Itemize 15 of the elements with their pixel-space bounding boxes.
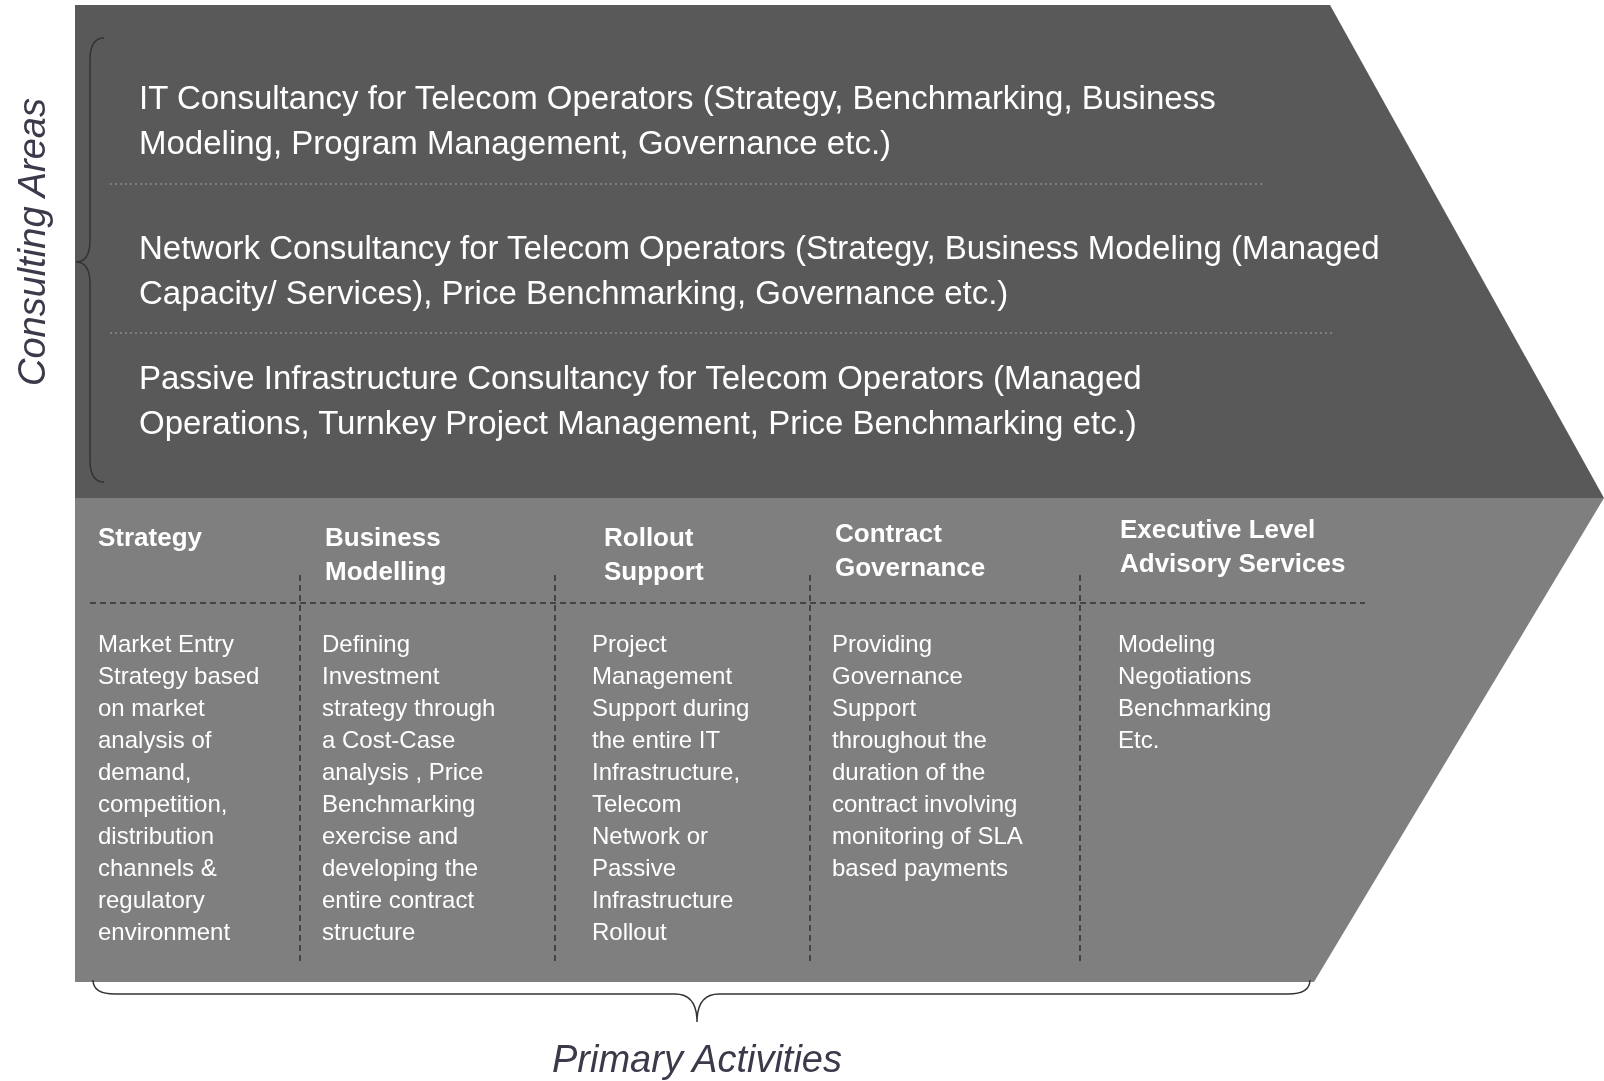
bottom-label: Primary Activities: [552, 1038, 842, 1081]
column-text: Project Management Support during the entire IT Infrastructure, Telecom Network or Passive Infrastructure Rollout: [592, 629, 751, 947]
column-text: Modeling Negotiations Benchmarking Etc.: [1118, 629, 1273, 755]
column-heading: Rollout Support: [604, 521, 705, 588]
column-text: Market Entry Strategy based on market analysis of demand, competition, distribution channels & regulatory environment: [98, 629, 261, 947]
column-text: Defining Investment strategy through a Cost-Case analysis , Price Benchmarking exercise and developing the entire contract structure: [322, 629, 497, 947]
consulting-area-text: Passive Infrastructure Consultancy for Telecom Operators (Managed Operations, Turnkey Project Management, Price Benchmarking etc.): [139, 355, 1319, 445]
column-heading: Executive Level Advisory Services: [1120, 513, 1347, 580]
column-text: Providing Governance Support throughout the duration of the contract involving monitoring of SLA based payments: [832, 629, 1023, 883]
consulting-area-text: Network Consultancy for Telecom Operators (Strategy, Business Modeling (Managed Capacity/ Services), Price Benchmarking, Governance etc.): [139, 225, 1389, 315]
consulting-area-text: IT Consultancy for Telecom Operators (Strategy, Benchmarking, Business Modeling, Program Management, Governance etc.): [139, 75, 1219, 165]
side-label: Consulting Areas: [10, 98, 54, 386]
column-heading: Contract Governance: [835, 517, 987, 584]
column-heading: Strategy: [98, 521, 204, 554]
column-heading: Business Modelling: [325, 521, 448, 588]
